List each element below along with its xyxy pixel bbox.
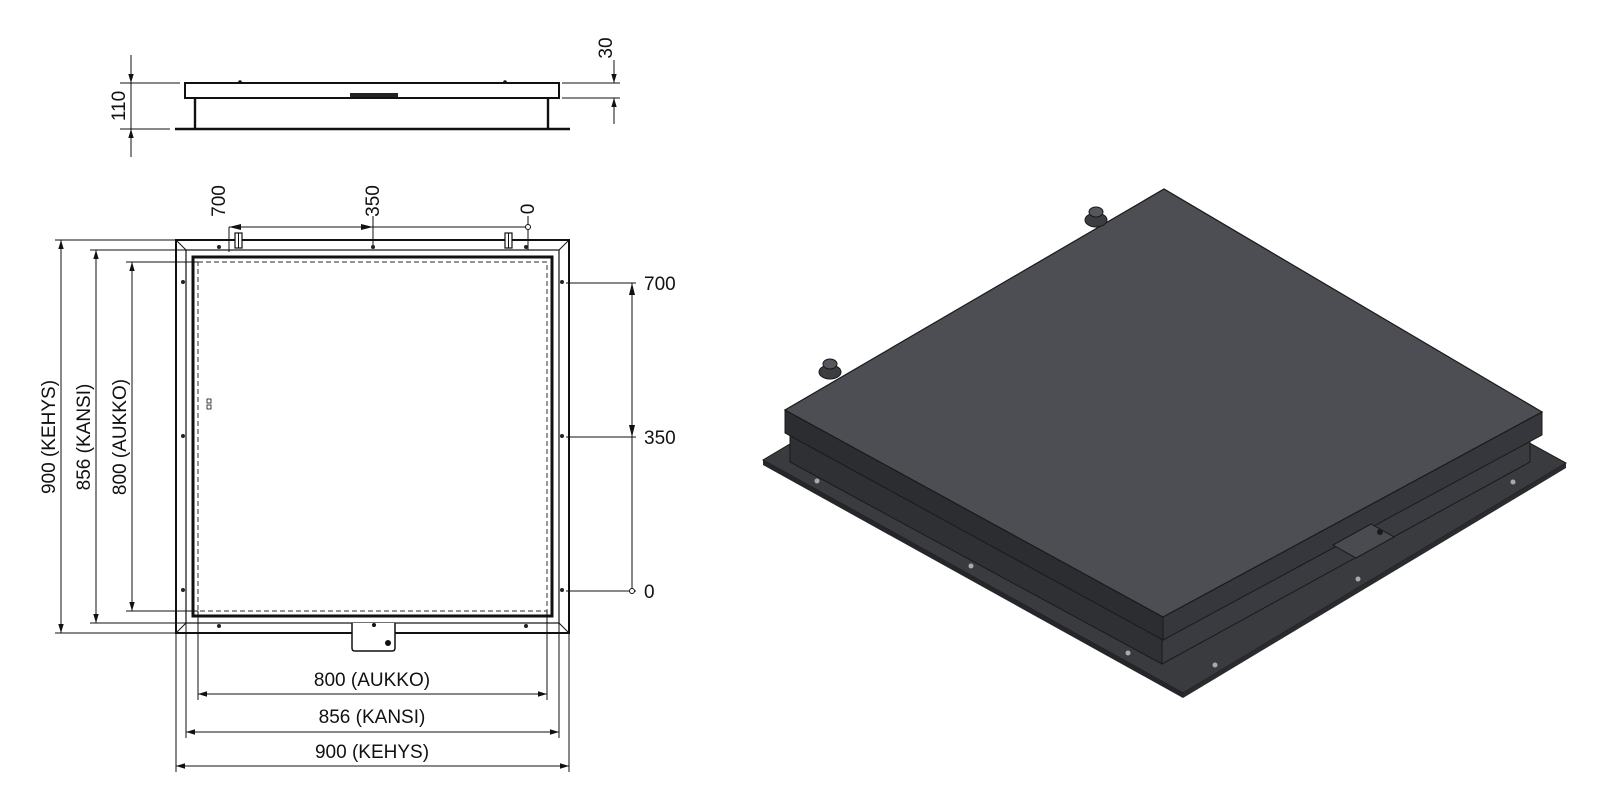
iso-flange-holes	[814, 478, 1516, 668]
isometric-view	[761, 188, 1568, 698]
vdim-kehys-label: 900 (KEHYS)	[39, 380, 60, 494]
right-tick-700: 700	[644, 274, 676, 295]
top-tick-350: 350	[363, 185, 384, 217]
side-lid	[184, 82, 560, 99]
hinges	[234, 232, 513, 249]
hdim-aukko-label: 800 (AUKKO)	[314, 670, 430, 691]
right-tick-0: 0	[644, 582, 655, 603]
opening-hidden	[197, 261, 548, 612]
lock-tab	[351, 623, 396, 652]
side-view: 110 30	[109, 37, 620, 157]
hdim-kehys-label: 900 (KEHYS)	[315, 742, 429, 763]
top-tick-700: 700	[209, 185, 230, 217]
frame-outer	[175, 239, 570, 634]
lid-thickness-label: 30	[596, 37, 617, 58]
right-tick-350: 350	[644, 428, 676, 449]
opening-edge	[191, 255, 554, 618]
vdim-kansi-label: 856 (KANSI)	[74, 384, 95, 491]
lid-top	[783, 188, 1544, 618]
top-tick-0: 0	[518, 204, 539, 215]
iso-hinges	[818, 206, 1108, 380]
hdim-kansi-label: 856 (KANSI)	[319, 707, 426, 728]
side-handle	[350, 93, 398, 97]
plan-view: 700 350 0 700 350 0 900 (KEHYS) 856 (KAN…	[39, 185, 676, 772]
height-label: 110	[109, 91, 130, 121]
vdim-aukko-label: 800 (AUKKO)	[110, 379, 131, 495]
